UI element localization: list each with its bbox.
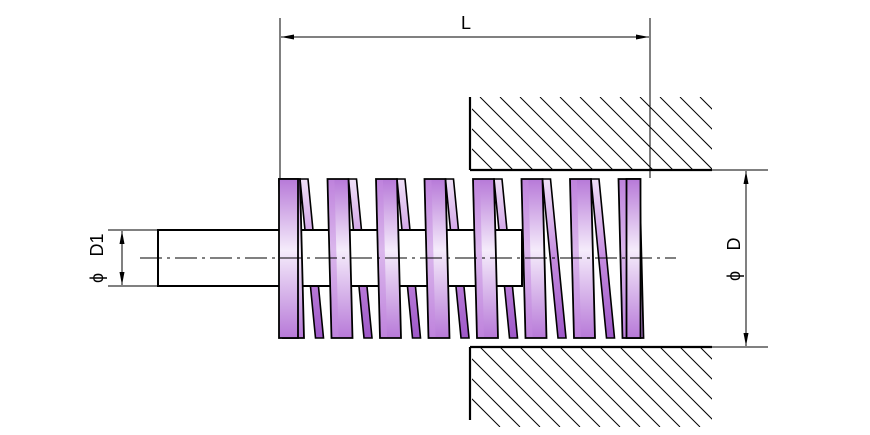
hatch-line: [472, 378, 521, 427]
label-inner-diameter: D1: [87, 233, 107, 256]
hatch-line: [519, 97, 594, 170]
hatch-line: [679, 97, 712, 130]
hatch-line: [579, 97, 654, 170]
dimension-inner-diameter: ϕ D1: [87, 229, 158, 287]
label-outer-diameter: D: [724, 238, 744, 251]
spring-coil-shade: [571, 180, 581, 337]
hatch-line: [619, 97, 694, 170]
hatch-line: [472, 128, 514, 170]
hatch-line: [539, 97, 614, 170]
hatch-line: [472, 398, 501, 427]
spring-end-left: [278, 178, 299, 339]
hatch-line: [659, 97, 712, 150]
hatch-line: [619, 347, 701, 427]
spring-front-coils: [278, 178, 645, 339]
spring-coil-shade: [328, 180, 339, 337]
spring-coil-shade: [474, 180, 484, 337]
hatch-line: [639, 97, 712, 170]
hatch-line: [479, 347, 561, 427]
spring-coil-back-strand: [541, 178, 567, 339]
hatch-line: [599, 347, 681, 427]
dimension-length: L: [279, 13, 651, 178]
hatch-line: [539, 347, 621, 427]
hatch-line: [472, 148, 494, 170]
hatch-line: [559, 347, 641, 427]
hatch-line: [720, 97, 793, 170]
dimension-outer-diameter: ϕ D: [712, 169, 768, 348]
hatch-line: [559, 97, 634, 170]
diameter-symbol-d1: ϕ: [87, 273, 107, 283]
hatch-line: [720, 347, 800, 427]
spring-coil-shade: [522, 180, 533, 337]
hatch-line: [519, 347, 601, 427]
hatch-line: [499, 97, 574, 170]
hatch-line: [599, 97, 674, 170]
hatch-line: [472, 358, 541, 427]
hatch-line: [659, 347, 712, 400]
housing: [468, 97, 800, 427]
label-length: L: [461, 13, 471, 33]
spring-end-right: [625, 178, 642, 339]
hatch-line: [699, 97, 712, 110]
spring-coil-back-strand: [590, 178, 616, 339]
hatch-line: [699, 347, 712, 360]
hatch-line: [579, 347, 661, 427]
hatch-line: [479, 97, 554, 170]
diameter-symbol-d: ϕ: [724, 271, 744, 281]
spring-coil-shade: [425, 180, 436, 337]
hatch-line: [639, 347, 712, 420]
hatch-line: [472, 108, 534, 170]
spring-coil-shade: [377, 180, 387, 337]
hatch-line: [499, 347, 581, 427]
housing-hatch-top: [472, 97, 793, 170]
hatch-line: [679, 347, 712, 380]
housing-hatch-bottom: [472, 347, 800, 427]
